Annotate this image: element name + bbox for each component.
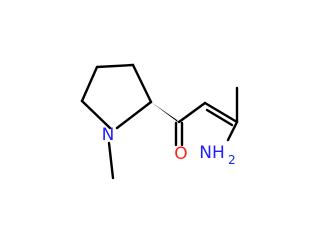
atom-label-oxygen: O [174, 144, 187, 164]
bond-alkene-outer [203, 101, 239, 124]
bond-carbonyl-alkene [177, 101, 207, 124]
bond-c-amine [226, 120, 239, 142]
atom-label-amine-subscript: 2 [228, 153, 236, 167]
structure-canvas: N O NH 2 [80, 63, 239, 180]
bond-ring-c5-n [115, 100, 153, 130]
atom-label-amine: NH [199, 143, 225, 163]
bond-alkene-inner [205, 108, 234, 127]
bond-ring-n-c2 [80, 99, 112, 130]
bond-ring-c3-c4 [95, 63, 135, 69]
bond-ring-c4-c5 [131, 63, 153, 104]
atom-label-n-ring: N [102, 125, 115, 145]
bond-ring-c2-c3 [80, 65, 99, 103]
stereo-wedge-bond [151, 102, 179, 123]
bond-n-methyl [107, 141, 115, 180]
molecule-diagram: N O NH 2 [80, 63, 239, 180]
